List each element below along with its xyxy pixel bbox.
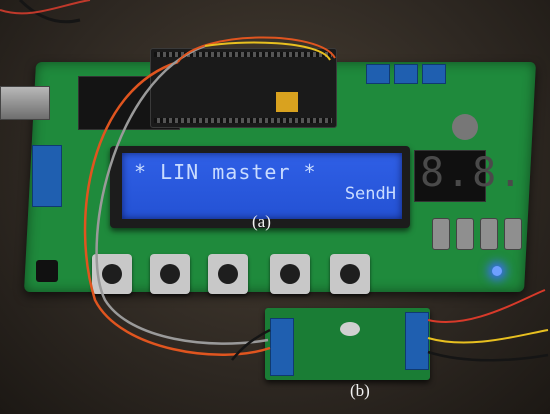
nucleo-board [150, 48, 337, 128]
push-button-small [36, 260, 58, 282]
wire-orange-left [83, 60, 271, 356]
toggle-switch [432, 218, 450, 250]
seven-segment-digits: 8.8. [420, 150, 525, 196]
tact-button [270, 254, 310, 294]
label-a: (a) [252, 212, 271, 231]
terminal-block [366, 64, 390, 84]
tact-button [150, 254, 190, 294]
tact-button [208, 254, 248, 294]
wire-black-right [427, 350, 549, 362]
terminal-block [422, 64, 446, 84]
seven-segment-display [414, 150, 486, 202]
toggle-switch [480, 218, 498, 250]
toggle-switch [504, 218, 522, 250]
wire-gray-left [95, 44, 269, 345]
wire-red-top-left [0, 0, 91, 15]
wire-yellow-right [427, 329, 549, 344]
terminal-block [394, 64, 418, 84]
header-pins-bottom [154, 118, 332, 123]
capacitor [452, 114, 478, 140]
usb-port [0, 86, 50, 120]
label-b: (b) [350, 381, 370, 400]
wire-black-left [231, 328, 271, 361]
wire-orange-top [177, 36, 336, 63]
lcd-line-1: * LIN master * [134, 160, 317, 184]
wire-red-right [427, 289, 546, 323]
lcd-screen [122, 153, 402, 219]
wire-yellow-top [204, 41, 331, 61]
lcd-line-2: SendH [344, 184, 396, 204]
toggle-switch [456, 218, 474, 250]
tact-button [330, 254, 370, 294]
lin-terminal-left [270, 318, 294, 376]
terminal-block-left [32, 145, 62, 207]
wire-probe-top-left [18, 0, 81, 24]
header-pins-top [154, 52, 332, 57]
lin-component [340, 322, 360, 336]
blue-led [492, 266, 502, 276]
lin-terminal-right [405, 312, 429, 370]
nucleo-chip [276, 92, 298, 112]
terminal-blocks-top [366, 64, 446, 84]
